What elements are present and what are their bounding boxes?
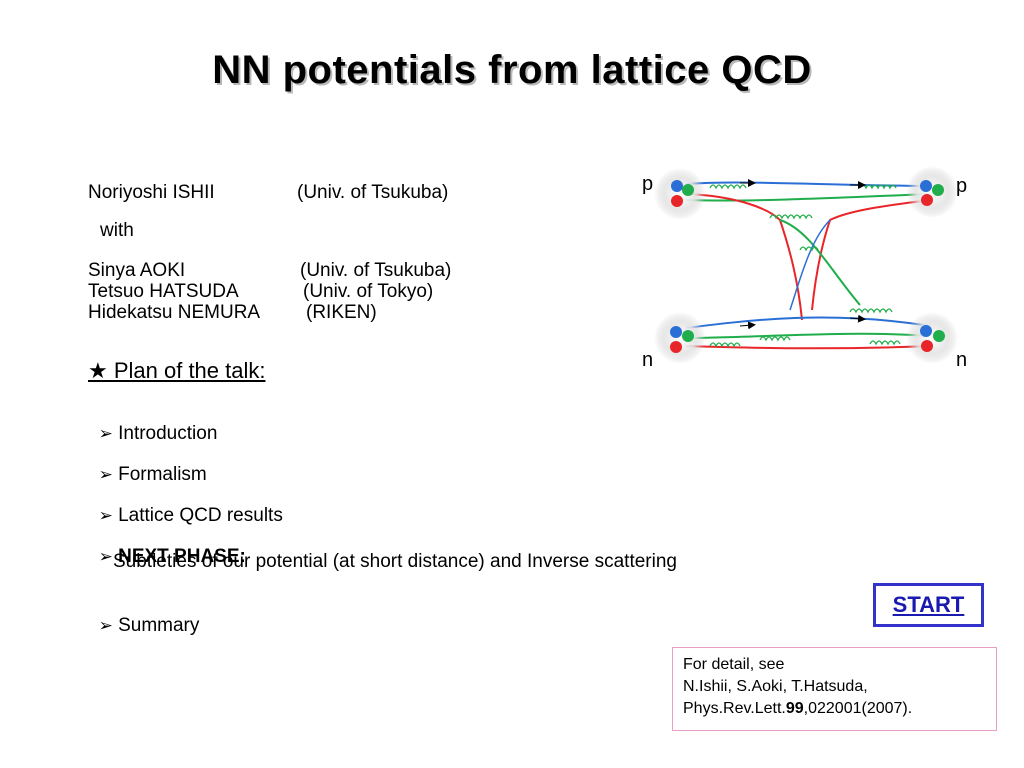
next-phase-detail: Subtleties of our potential (at short di… bbox=[113, 551, 677, 572]
arrow-bullet-icon: ➢ bbox=[98, 616, 113, 635]
coauthor-name: Sinya AOKI bbox=[88, 260, 186, 281]
reference-line: For detail, see bbox=[683, 656, 785, 673]
coauthor-name: Hidekatsu NEMURA bbox=[88, 302, 261, 323]
coauthor-affiliation: (Univ. of Tokyo) bbox=[303, 281, 434, 302]
neutron-label: n bbox=[956, 349, 967, 371]
nucleon-blob bbox=[906, 312, 958, 364]
arrow-bullet-icon: ➢ bbox=[98, 506, 113, 525]
plan-item: ➢ Formalism bbox=[98, 464, 207, 485]
start-button[interactable]: START bbox=[873, 583, 984, 627]
slide-title: NN potentials from lattice QCD bbox=[212, 48, 812, 92]
arrow-bullet-icon: ➢ bbox=[98, 547, 113, 566]
plan-item: ➢ Summary bbox=[98, 615, 200, 636]
with-label: with bbox=[100, 220, 134, 241]
presenter-name: Noriyoshi ISHII bbox=[88, 182, 215, 203]
nucleon-blob bbox=[654, 312, 706, 364]
proton-label: p bbox=[642, 173, 653, 195]
coauthor-affiliation: (RIKEN) bbox=[306, 302, 377, 323]
proton-label: p bbox=[956, 175, 967, 197]
coauthor-affiliation: (Univ. of Tsukuba) bbox=[300, 260, 452, 281]
quark-exchange-diagram: p p n n bbox=[642, 166, 967, 371]
plan-item: ➢ NEXT PHASE: bbox=[98, 546, 246, 567]
plan-heading: ★ Plan of the talk: bbox=[88, 358, 266, 383]
plan-item: ➢ Introduction bbox=[98, 423, 218, 444]
reference-line: Phys.Rev.Lett.99,022001(2007). bbox=[683, 700, 913, 717]
nucleon-blob bbox=[654, 168, 706, 220]
presenter-affiliation: (Univ. of Tsukuba) bbox=[297, 182, 449, 203]
arrow-bullet-icon: ➢ bbox=[98, 465, 113, 484]
reference-box: For detail, see N.Ishii, S.Aoki, T.Hatsu… bbox=[672, 647, 997, 731]
neutron-label: n bbox=[642, 349, 653, 371]
nucleon-blob bbox=[906, 166, 958, 218]
reference-line: N.Ishii, S.Aoki, T.Hatsuda, bbox=[683, 678, 868, 695]
plan-item: ➢ Lattice QCD results bbox=[98, 505, 283, 526]
arrow-bullet-icon: ➢ bbox=[98, 424, 113, 443]
coauthor-name: Tetsuo HATSUDA bbox=[88, 281, 239, 302]
